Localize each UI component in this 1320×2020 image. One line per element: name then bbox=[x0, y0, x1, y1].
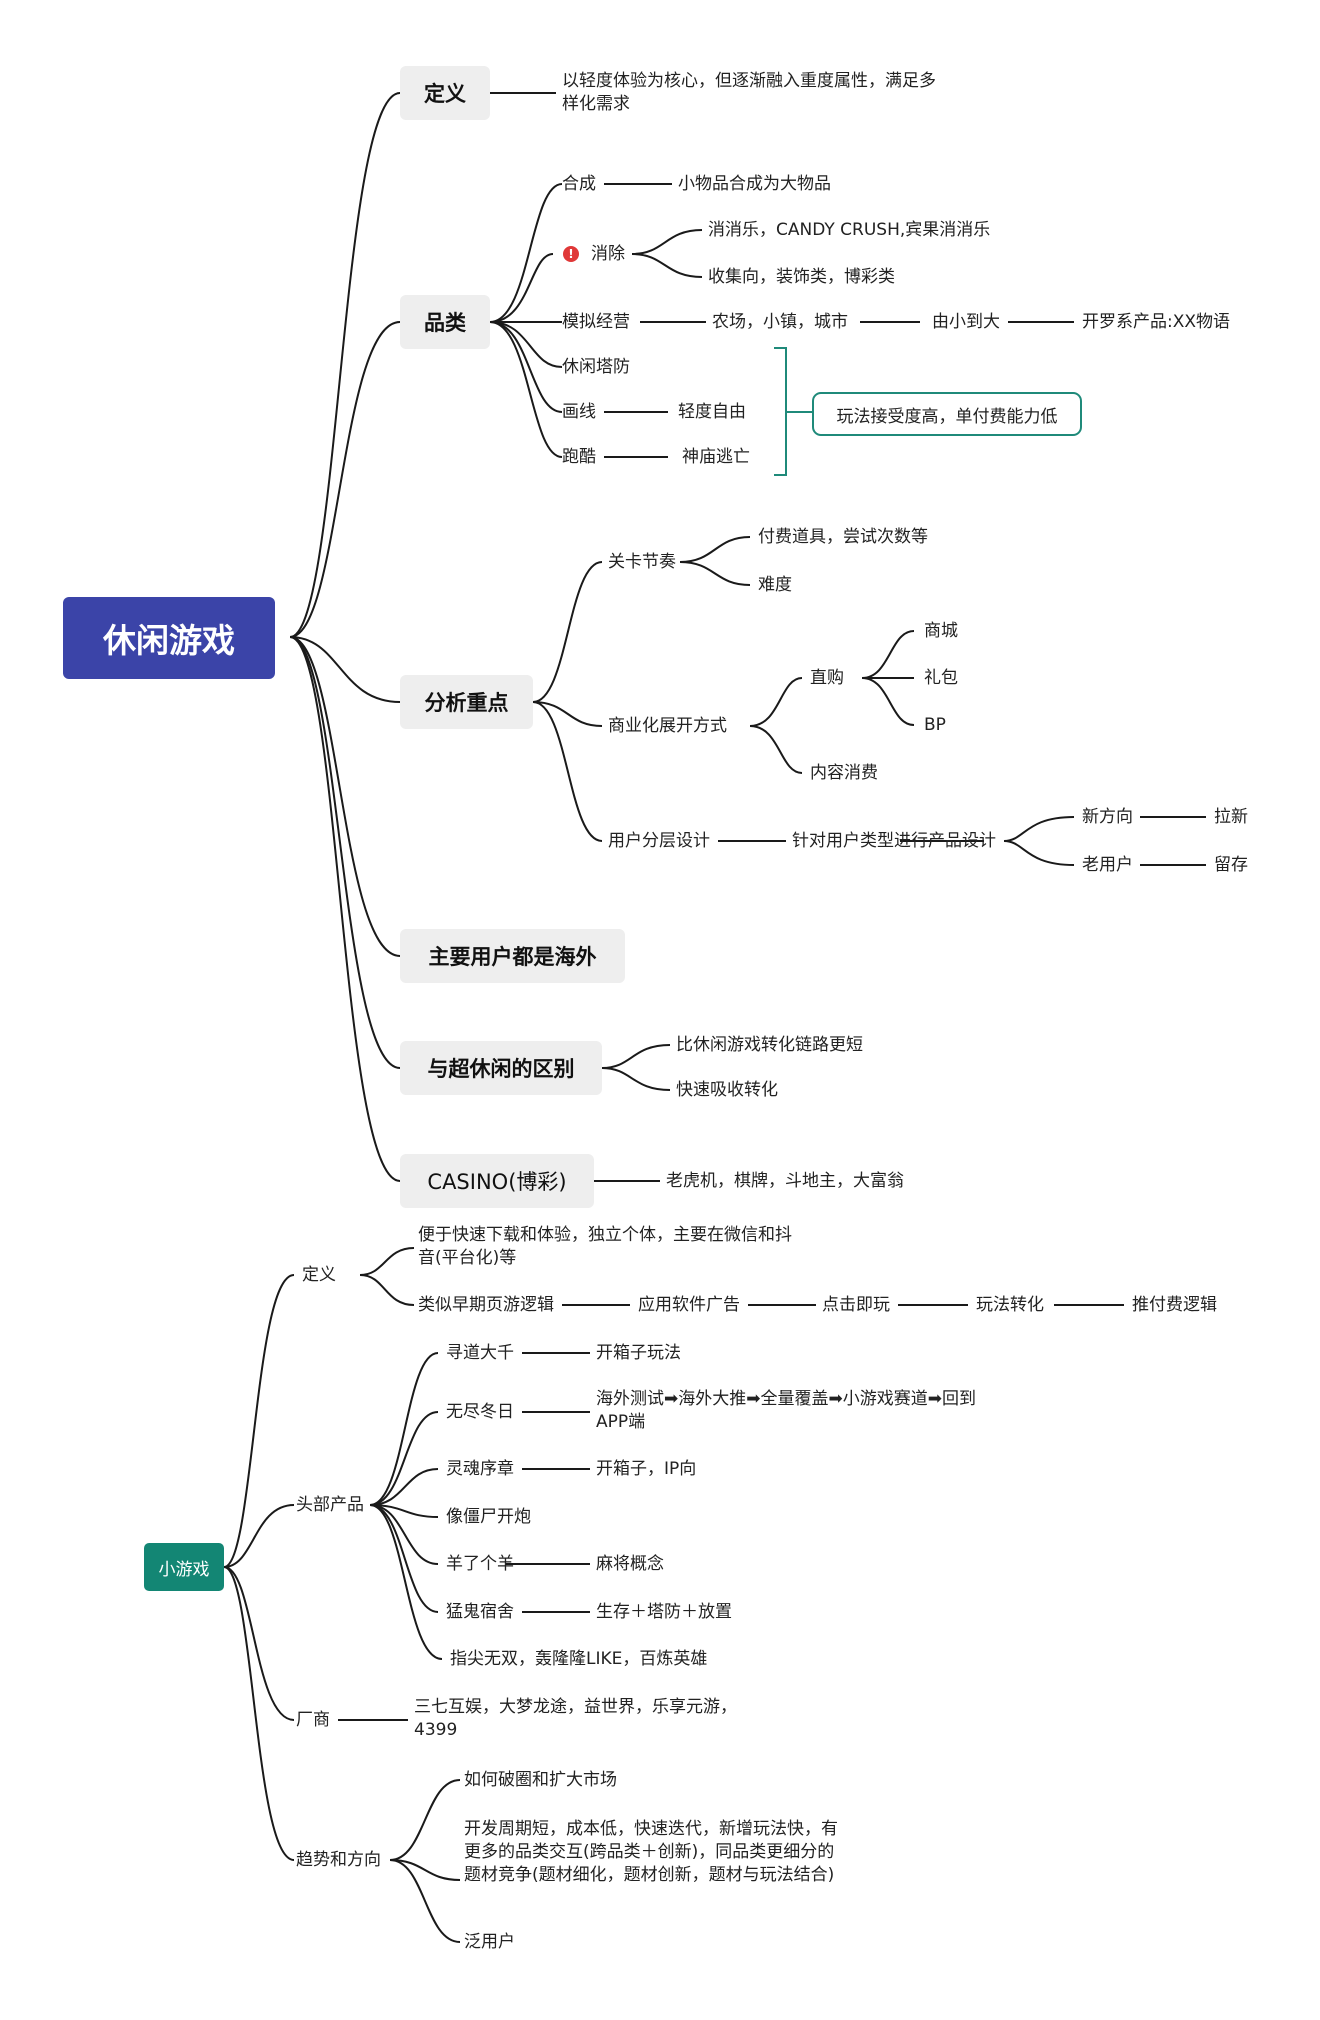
product-name-1: 寻道大千 bbox=[446, 1343, 514, 1363]
product-name-3: 灵魂序章 bbox=[446, 1459, 514, 1479]
diff-item-2: 快速吸收转化 bbox=[676, 1080, 778, 1100]
user-old-result: 留存 bbox=[1214, 855, 1248, 875]
category-summary: 玩法接受度高，单付费能力低 bbox=[812, 392, 1082, 436]
user-new-result: 拉新 bbox=[1214, 807, 1248, 827]
category-eliminate: 消除 bbox=[591, 244, 625, 264]
branch-casino: CASINO(博彩) bbox=[400, 1154, 594, 1208]
user-old: 老用户 bbox=[1082, 855, 1133, 875]
diff-item-1: 比休闲游戏转化链路更短 bbox=[676, 1035, 863, 1055]
mini-chain-3: 点击即玩 bbox=[822, 1295, 890, 1315]
category-merge: 合成 bbox=[562, 174, 596, 194]
analysis-level-rhythm: 关卡节奏 bbox=[608, 552, 676, 572]
product-name-4: 像僵尸开炮 bbox=[446, 1507, 531, 1527]
mini-top-products: 头部产品 bbox=[296, 1495, 364, 1515]
category-parkour: 跑酷 bbox=[562, 447, 596, 467]
product-name-5: 羊了个羊 bbox=[446, 1554, 514, 1574]
product-name-7: 指尖无双，轰隆隆LIKE，百炼英雄 bbox=[450, 1649, 708, 1669]
vendors-desc: 三七互娱，大梦龙途，益世界，乐享元游，4399 bbox=[414, 1697, 737, 1740]
branch-diff-hypercasual: 与超休闲的区别 bbox=[400, 1041, 602, 1095]
category-drawing: 画线 bbox=[562, 402, 596, 422]
simulation-step-3: 开罗系产品:XX物语 bbox=[1082, 312, 1231, 332]
eliminate-item-1: 消消乐，CANDY CRUSH,宾果消消乐 bbox=[708, 220, 991, 240]
mini-trends: 趋势和方向 bbox=[296, 1850, 381, 1870]
user-design: 针对用户类型进行产品设计 bbox=[792, 831, 996, 851]
branch-definition: 定义 bbox=[400, 66, 490, 120]
simulation-step-1: 农场，小镇，城市 bbox=[712, 312, 848, 332]
product-desc-6: 生存＋塔防＋放置 bbox=[596, 1602, 732, 1622]
product-name-2: 无尽冬日 bbox=[446, 1402, 514, 1422]
casino-desc: 老虎机，棋牌，斗地主，大富翁 bbox=[666, 1171, 904, 1191]
direct-item-2: 礼包 bbox=[924, 668, 958, 688]
branch-category: 品类 bbox=[400, 295, 490, 349]
branch-overseas-users: 主要用户都是海外 bbox=[400, 929, 625, 983]
level-item-1: 付费道具，尝试次数等 bbox=[758, 527, 928, 547]
mini-chain-4: 玩法转化 bbox=[976, 1295, 1044, 1315]
mini-chain-1: 类似早期页游逻辑 bbox=[418, 1295, 554, 1315]
trend-item-2: 开发周期短，成本低，快速迭代，新增玩法快，有更多的品类交互(跨品类＋创新)，同品… bbox=[464, 1819, 838, 1885]
trend-item-3: 泛用户 bbox=[464, 1932, 515, 1952]
product-desc-1: 开箱子玩法 bbox=[596, 1343, 681, 1363]
level-item-2: 难度 bbox=[758, 575, 792, 595]
branch-analysis: 分析重点 bbox=[400, 675, 533, 729]
root-node-mini-games: 小游戏 bbox=[144, 1543, 224, 1591]
trend-item-1: 如何破圈和扩大市场 bbox=[464, 1770, 617, 1790]
monetize-content: 内容消费 bbox=[810, 763, 878, 783]
category-tower-defense: 休闲塔防 bbox=[562, 357, 630, 377]
user-new-direction: 新方向 bbox=[1082, 807, 1133, 827]
product-desc-3: 开箱子，IP向 bbox=[596, 1459, 697, 1479]
definition-text: 以轻度体验为核心，但逐渐融入重度属性，满足多样化需求 bbox=[562, 71, 936, 114]
category-simulation: 模拟经营 bbox=[562, 312, 630, 332]
analysis-monetization: 商业化展开方式 bbox=[608, 716, 727, 736]
warning-flag-icon: ! bbox=[563, 246, 579, 262]
eliminate-item-2: 收集向，装饰类，博彩类 bbox=[708, 267, 895, 287]
parkour-desc: 神庙逃亡 bbox=[682, 447, 750, 467]
mini-chain-5: 推付费逻辑 bbox=[1132, 1295, 1217, 1315]
mini-definition: 定义 bbox=[302, 1265, 336, 1285]
direct-item-3: BP bbox=[924, 715, 946, 735]
analysis-user-layering: 用户分层设计 bbox=[608, 831, 710, 851]
root-node-casual-games: 休闲游戏 bbox=[63, 597, 275, 679]
mini-vendors: 厂商 bbox=[296, 1710, 330, 1730]
drawing-desc: 轻度自由 bbox=[678, 402, 746, 422]
monetize-direct: 直购 bbox=[810, 668, 844, 688]
product-desc-5: 麻将概念 bbox=[596, 1554, 664, 1574]
product-desc-2: 海外测试➡海外大推➡全量覆盖➡小游戏赛道➡回到APP端 bbox=[596, 1389, 976, 1432]
product-name-6: 猛鬼宿舍 bbox=[446, 1602, 514, 1622]
category-merge-desc: 小物品合成为大物品 bbox=[678, 174, 831, 194]
mini-definition-desc: 便于快速下载和体验，独立个体，主要在微信和抖音(平台化)等 bbox=[418, 1225, 792, 1268]
mini-chain-2: 应用软件广告 bbox=[638, 1295, 740, 1315]
simulation-step-2: 由小到大 bbox=[932, 312, 1000, 332]
direct-item-1: 商城 bbox=[924, 621, 958, 641]
